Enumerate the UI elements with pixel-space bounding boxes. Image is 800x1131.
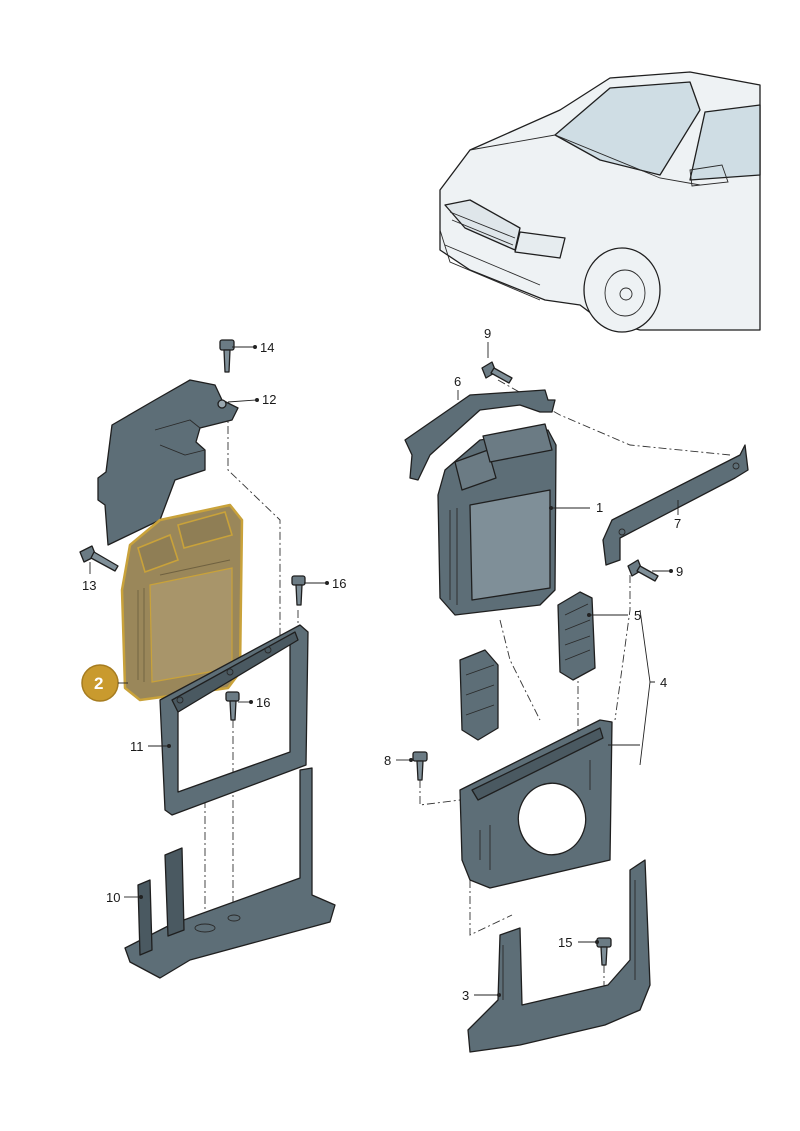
callout-badge-2 [81,664,128,702]
vehicle-hood-line [469,134,701,186]
part-8-screw [412,751,428,781]
part-11-bracket [124,767,336,979]
part-1-control-unit [437,423,557,616]
vehicle-illustration [439,71,761,333]
leader-lines [89,342,679,997]
part-2-connector-a [137,533,179,574]
callout-label-14: 13 [82,578,96,593]
callout-label-8: 8 [384,753,391,768]
part-5-relay-holder [557,591,596,681]
callout-label-13: 12 [262,392,276,407]
vehicle-headlight [514,231,566,259]
part-9-screw-upper [481,361,513,384]
part-6-bracket [404,389,556,481]
callout-label-7: 7 [674,516,681,531]
callout-label-11: 10 [106,890,120,905]
part-16-screw-upper [291,575,306,606]
part-2-ribs [137,559,231,682]
callout-label-3: 3 [462,988,469,1003]
vehicle-bumper [439,229,541,301]
part-9-screw-lower [627,559,659,582]
vehicle-grille-bars [449,211,516,246]
assembly-line-9-4 [614,575,631,721]
part-4-carrier [459,719,613,889]
callout-label-6: 6 [454,374,461,389]
part-10-screw [596,937,612,966]
callout-label-16-upper: 16 [332,576,346,591]
part-13-mount-hole [217,399,227,409]
vehicle-wheel-center [619,287,633,301]
part-3-bracket [467,859,651,1053]
callout-label-2: 2 [94,674,103,693]
assembly-line-4-3 [469,880,513,936]
vehicle-side-window [689,104,761,181]
part-15-screw [219,339,235,373]
vehicle-wheel-hub [604,269,646,317]
callout-label-9-upper: 9 [484,326,491,341]
callout-label-15: 14 [260,340,274,355]
assembly-line-1-4 [499,619,541,721]
part-2-control-unit-highlighted [120,503,244,702]
part-12-mounting-frame [159,624,309,816]
vehicle-mirror [689,164,729,187]
callout-label-12: 11 [130,739,144,754]
assembly-line-13 [227,410,281,640]
callout-label-4: 4 [660,675,667,690]
callout-label-9-lower: 9 [676,564,683,579]
part-16-screw-lower [225,691,240,721]
part-13-cover-edge [154,419,206,456]
callout-label-16-lower: 16 [256,695,270,710]
part-4-relay-holder [459,649,499,741]
part-2-face [149,567,233,683]
part-14-bolt [79,545,119,572]
part-7-bracket [602,444,749,566]
vehicle-windshield [554,81,701,176]
callout-label-5: 5 [634,608,641,623]
callout-labels: 14 12 13 16 2 16 11 10 9 6 1 7 9 5 4 8 1… [82,326,683,1003]
assembly-line-8 [419,780,461,806]
part-2-connector-b [177,511,234,549]
callout-label-10: 15 [558,935,572,950]
callout-label-1: 1 [596,500,603,515]
